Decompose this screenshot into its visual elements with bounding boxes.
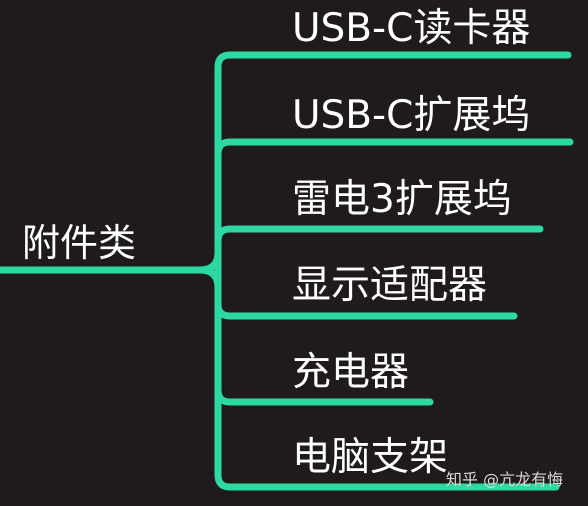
- branch-connector-3: [214, 300, 518, 320]
- branch-connector-1: [214, 138, 574, 158]
- branch-label-usb-c-dock: USB-C扩展坞: [292, 93, 530, 138]
- branch-label-thunderbolt3-dock: 雷电3扩展坞: [292, 177, 512, 222]
- branch-label-display-adapter: 显示适配器: [292, 263, 487, 308]
- branch-connector-2: [214, 225, 544, 245]
- branch-connector-4: [214, 386, 434, 406]
- branch-label-laptop-stand: 电脑支架: [292, 435, 448, 480]
- branch-label-charger: 充电器: [292, 350, 409, 395]
- branch-label-usb-c-card-reader: USB-C读卡器: [292, 6, 530, 51]
- root-node-label: 附件类: [22, 221, 136, 265]
- connector-lines: [0, 51, 574, 491]
- branch-connector-5: [214, 471, 560, 491]
- watermark: 知乎 @亢龙有悔: [446, 470, 564, 489]
- branch-connector-0: [214, 51, 572, 71]
